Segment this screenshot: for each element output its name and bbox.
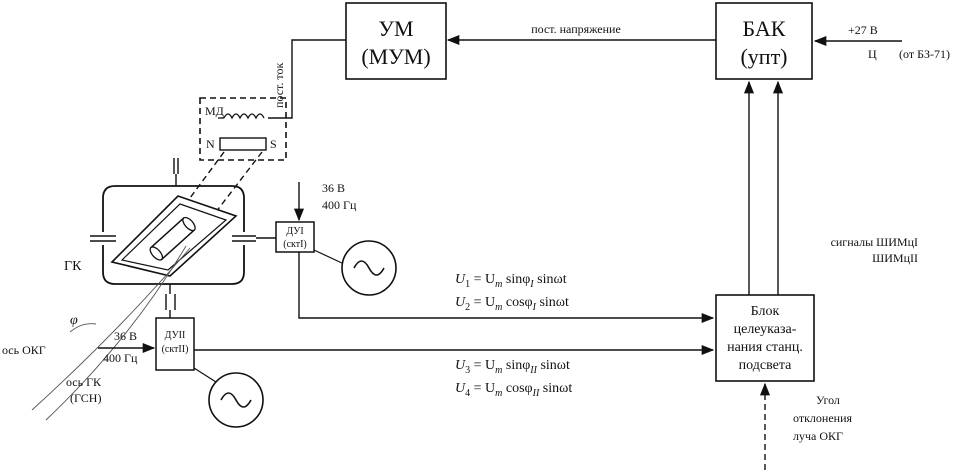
formula-u4: U4 = Um cosφII sinωt [455,381,572,399]
bak-block: БАК (упт) [715,2,813,80]
blok-line4: подсвета [739,358,792,373]
voltage-arrow: пост. напряжение [446,22,716,46]
dui2-sub: (сктII) [162,344,189,355]
pwm-signal-arrows: сигналы ШИМцI ШИМцII [743,80,918,295]
angle-line2: отклонения [793,411,852,425]
magnet-n-label: N [206,137,215,151]
dui1-sub: (сктI) [283,239,307,250]
ac-source-2-icon [208,372,264,428]
dui1-label: ДУI [286,226,303,237]
blok-line2: целеуказа- [734,322,797,337]
svg-text:U3 = Um sinφII sinωt: U3 = Um sinφII sinωt [455,358,570,376]
formula-u1: U1 = Um sinφI sinωt [455,272,567,290]
dui1-freq-label: 400 Гц [322,198,357,212]
angle-input: Угол отклонения луча ОКГ [759,382,852,470]
um-block: УМ (МУМ) [345,2,447,80]
svg-text:U1 = Um sinφI sinωt: U1 = Um sinφI sinωt [455,272,567,290]
ot-b3-label: (от БЗ-71) [899,47,950,61]
post-napr-label: пост. напряжение [531,22,621,36]
blok-line1: Блок [751,304,780,319]
svg-text:U2 = Um cosφI sinωt: U2 = Um cosφI sinωt [455,295,569,313]
md-label: МД [205,104,224,118]
ac-source-1-icon [341,240,397,296]
plus27-label: +27 В [848,23,878,37]
axes: φ ось ОКГ ось ГК (ГСН) [2,245,191,421]
dui2-block: ДУII (сктII) 36 В 400 Гц [98,317,715,428]
formula-u3: U3 = Um sinφII sinωt [455,358,570,376]
upt-label: (упт) [740,44,787,69]
phi-label: φ [70,313,78,328]
post-tok-label: пост. ток [272,63,286,108]
os-okg-label: ось ОКГ [2,343,46,357]
dui1-block: ДУI (сктI) 36 В 400 Гц [256,181,715,324]
formula-u2: U2 = Um cosφI sinωt [455,295,569,313]
dui2-freq-label: 400 Гц [103,351,138,365]
os-gk-line1: ось ГК [66,375,102,389]
dui2-label: ДУII [165,330,186,341]
mum-label: (МУМ) [361,44,430,69]
svg-text:U4 = Um cosφII sinωt: U4 = Um cosφII sinωt [455,381,572,399]
target-designation-block: Блок целеуказа- нания станц. подсвета [715,294,815,382]
ts-label: Ц [868,47,877,61]
signals-line2: ШИМцII [872,251,918,265]
current-wire: пост. ток [268,39,346,119]
dui2-voltage-label: 36 В [114,329,137,343]
signals-line1: сигналы ШИМцI [831,235,918,249]
magnet-s-label: S [270,137,277,151]
gk-label: ГК [64,259,82,274]
coil-icon [223,113,265,120]
angle-line1: Угол [816,393,840,407]
os-gk-line2: (ГСН) [70,391,101,405]
bak-label: БАК [743,16,786,41]
angle-line3: луча ОКГ [793,429,843,443]
um-label: УМ [378,16,413,41]
gyroscope: ГК [64,158,256,318]
blok-line3: нания станц. [727,340,803,355]
md-unit: МД N S [199,97,287,161]
magnet-icon [219,137,267,151]
power-input: +27 В Ц (от БЗ-71) [813,23,950,61]
dui1-voltage-label: 36 В [322,181,345,195]
